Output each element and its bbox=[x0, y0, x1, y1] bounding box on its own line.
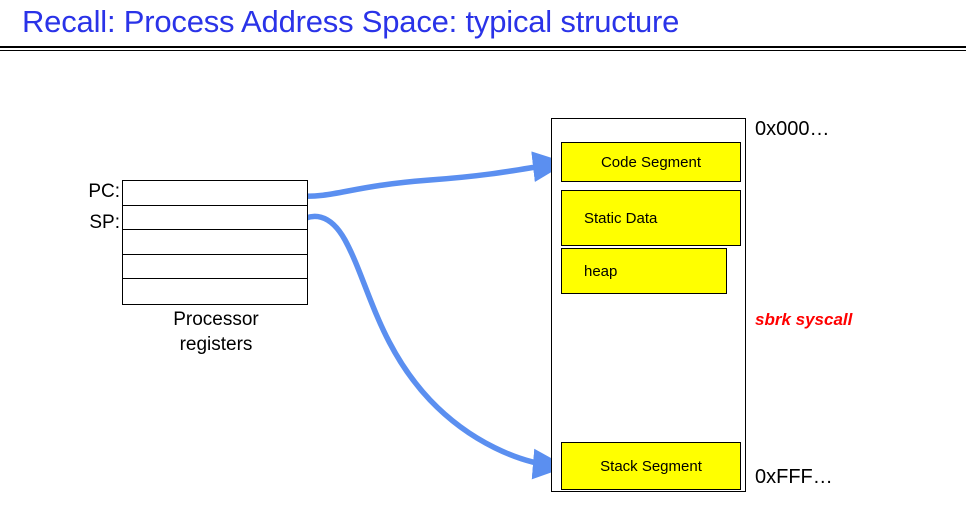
address-label-top: 0x000… bbox=[755, 118, 830, 140]
register-row bbox=[123, 230, 307, 255]
memory-block-stack-segment: Stack Segment bbox=[561, 442, 741, 490]
title-divider-line-thick bbox=[0, 46, 966, 48]
register-label-sp: SP: bbox=[89, 212, 120, 233]
register-row bbox=[123, 255, 307, 280]
processor-register-file bbox=[122, 180, 308, 305]
processor-registers-caption: Processor registers bbox=[118, 307, 314, 357]
memory-block-label: heap bbox=[584, 262, 618, 280]
processor-caption-line1: Processor bbox=[173, 309, 259, 330]
register-row bbox=[123, 206, 307, 231]
title-divider bbox=[0, 46, 966, 52]
memory-block-heap: heap bbox=[561, 248, 727, 294]
connector-pc-to-code-segment bbox=[292, 151, 567, 203]
memory-block-label: Static Data bbox=[584, 209, 658, 227]
address-label-bottom: 0xFFF… bbox=[755, 466, 833, 488]
register-row bbox=[123, 181, 307, 206]
memory-block-static-data: Static Data bbox=[561, 190, 741, 246]
register-row bbox=[123, 279, 307, 304]
processor-caption-line2: registers bbox=[179, 334, 253, 355]
memory-block-code-segment: Code Segment bbox=[561, 142, 741, 182]
register-label-pc: PC: bbox=[88, 181, 120, 202]
memory-block-label: Code Segment bbox=[600, 153, 702, 171]
title-divider-line-thin bbox=[0, 50, 966, 51]
connector-sp-to-stack-segment bbox=[290, 213, 567, 480]
memory-block-label: Stack Segment bbox=[600, 457, 702, 475]
sbrk-syscall-annotation: sbrk syscall bbox=[755, 310, 853, 329]
page-title: Recall: Process Address Space: typical s… bbox=[22, 4, 680, 39]
